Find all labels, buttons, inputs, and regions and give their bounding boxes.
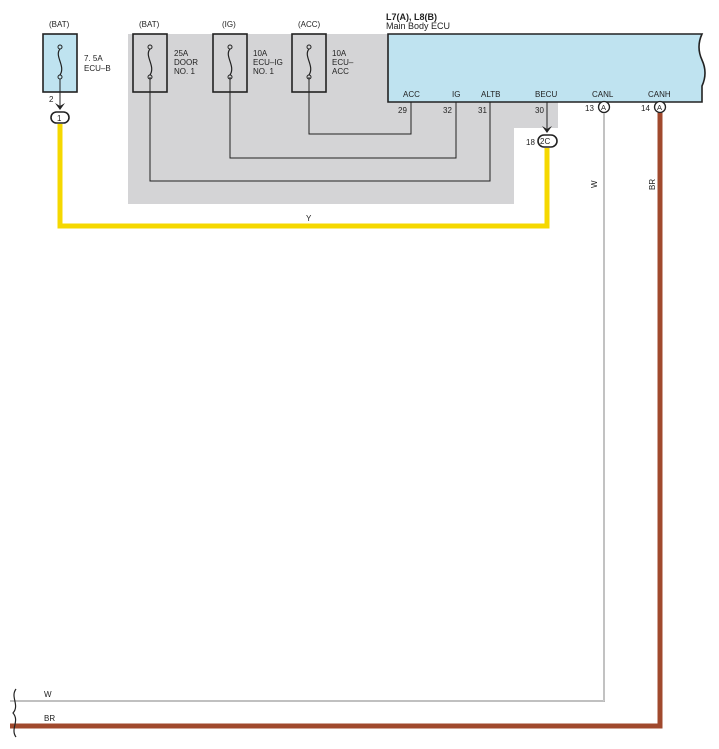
pin-32: 32 xyxy=(443,106,452,115)
fuse-door-no: NO. 1 xyxy=(174,67,195,76)
wire-ig xyxy=(229,77,457,159)
fuse-ecu-acc-source: (ACC) xyxy=(298,20,321,29)
fuse-ecu-b-name: ECU–B xyxy=(84,64,111,73)
fuse-ecu-b-source: (BAT) xyxy=(49,20,70,29)
arrow-down-icon xyxy=(542,126,552,133)
fuse-ecu-ig-name: ECU–IG xyxy=(253,58,283,67)
wire-yellow xyxy=(57,124,550,229)
fuse-ecu-b-pin: 2 xyxy=(49,95,54,104)
main-body-ecu-box xyxy=(387,33,706,103)
wire-canh-label: BR xyxy=(648,179,657,190)
connector-2c: 2C xyxy=(537,134,558,148)
connector-canl-letter: A xyxy=(601,103,606,112)
terminal-acc-label: ACC xyxy=(403,90,420,99)
wire-canh xyxy=(10,113,663,729)
bottom-wire-br-label: BR xyxy=(44,714,55,723)
connector-2c-pin: 18 xyxy=(526,138,535,147)
terminal-canh-label: CANH xyxy=(648,90,671,99)
connector-2c-label: 2C xyxy=(540,137,550,146)
connector-canh-a: A xyxy=(653,100,667,114)
fuse-ecu-acc-rating: 10A xyxy=(332,49,347,58)
fuse-ecu-ig-source: (IG) xyxy=(222,20,236,29)
terminal-altb-label: ALTB xyxy=(481,90,500,99)
bottom-wire-w-label: W xyxy=(44,690,52,699)
pin-31: 31 xyxy=(478,106,487,115)
ecu-title: L7(A), L8(B) xyxy=(386,12,437,22)
fuse-ecu-ig-no: NO. 1 xyxy=(253,67,274,76)
connector-canh-letter: A xyxy=(657,103,662,112)
fuse-ecu-b-rating: 7. 5A xyxy=(84,54,103,63)
connector-canl-a: A xyxy=(597,100,611,114)
wire-canl-label: W xyxy=(590,180,599,188)
pin-30: 30 xyxy=(535,106,544,115)
break-brace-icon xyxy=(12,688,17,738)
fuse-ecu-acc-name: ECU– xyxy=(332,58,354,67)
connector-1: 1 xyxy=(50,111,70,124)
pin-29: 29 xyxy=(398,106,407,115)
fuse-door-name: DOOR xyxy=(174,58,198,67)
fuse-ecu-ig-rating: 10A xyxy=(253,49,268,58)
pin-14: 14 xyxy=(641,104,650,113)
wire-yellow-label: Y xyxy=(306,214,312,223)
fuse-door-source: (BAT) xyxy=(139,20,160,29)
fuse-ecu-acc-name2: ACC xyxy=(332,67,349,76)
wire-altb xyxy=(149,77,491,182)
terminal-ig-label: IG xyxy=(452,90,460,99)
pin-13: 13 xyxy=(585,104,594,113)
terminal-becu-label: BECU xyxy=(535,90,557,99)
terminal-canl-label: CANL xyxy=(592,90,614,99)
connector-1-label: 1 xyxy=(57,114,62,123)
ecu-subtitle: Main Body ECU xyxy=(386,21,450,31)
arrow-down-icon xyxy=(55,103,65,110)
wire-acc xyxy=(308,77,412,135)
fuse-door-rating: 25A xyxy=(174,49,189,58)
